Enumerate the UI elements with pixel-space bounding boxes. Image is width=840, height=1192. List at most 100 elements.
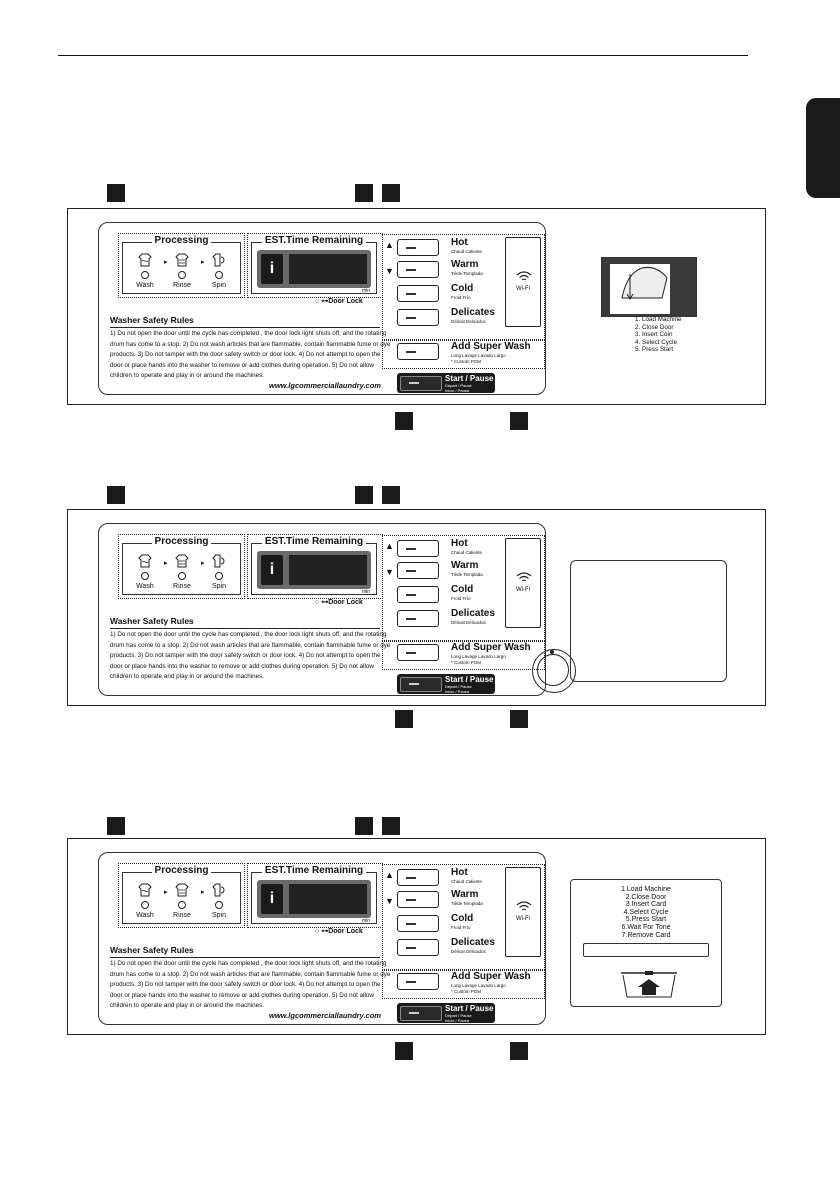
delicates-button[interactable] <box>397 309 439 326</box>
down-arrow-icon[interactable]: ▼ <box>385 567 394 577</box>
warm-button[interactable] <box>397 562 439 579</box>
warm-button[interactable] <box>397 261 439 278</box>
cold-button[interactable] <box>397 915 439 932</box>
hot-button[interactable] <box>397 239 439 256</box>
option-name: Delicates <box>451 608 495 619</box>
super-wash-button[interactable] <box>397 973 439 990</box>
callout-marker <box>107 486 125 504</box>
card-display-window <box>583 943 709 957</box>
option-sub: Chaud Caliente <box>451 249 483 254</box>
lcd-screen <box>289 884 367 914</box>
processing-box: Processing Wash ▸ Rinse ▸ Spin <box>122 865 241 924</box>
door-lock-indicator: ○ ⊶Door Lock <box>315 298 363 305</box>
up-arrow-icon[interactable]: ▲ <box>385 870 394 880</box>
option-name: Hot <box>451 867 468 878</box>
custom-pgm-label: * Custom PGM <box>451 660 482 665</box>
option-sub: Froid Frío <box>451 925 471 930</box>
option-sub: Délicat Delicados <box>451 949 486 954</box>
down-arrow-icon[interactable]: ▼ <box>385 266 394 276</box>
callout-marker <box>382 486 400 504</box>
door-lock-label: Door Lock <box>328 298 363 305</box>
stage-rinse: Rinse <box>162 883 202 919</box>
stage-label: Rinse <box>173 912 191 919</box>
super-wash-callout <box>382 340 545 369</box>
wash-icon <box>125 883 165 899</box>
instruction-step: 1.Load Machine <box>621 886 671 893</box>
hot-button[interactable] <box>397 540 439 557</box>
card-reader-panel: 1.Load Machine 2.Close Door 3.Insert Car… <box>570 879 722 1007</box>
instruction-step: 2. Close Door <box>635 323 674 331</box>
cold-button[interactable] <box>397 586 439 603</box>
stage-label: Wash <box>136 912 154 919</box>
start-label: Start / Pause <box>445 1004 494 1013</box>
option-sub: Chaud Caliente <box>451 879 483 884</box>
wifi-panel: Wi-Fi <box>505 867 541 957</box>
card-insert-icon <box>621 971 677 998</box>
spin-icon <box>199 883 239 899</box>
processing-title: Processing <box>151 235 212 246</box>
safety-line: drum has come to a stop. 2) Do not wash … <box>110 970 391 978</box>
coin-insert-illustration <box>601 257 697 317</box>
info-icon[interactable]: i <box>261 884 283 914</box>
start-sub1: Départ / Pause <box>445 1013 472 1018</box>
down-arrow-icon[interactable]: ▼ <box>385 896 394 906</box>
wifi-label: Wi-Fi <box>516 916 530 922</box>
instruction-step: 7.Remove Card <box>621 931 671 939</box>
rinse-icon <box>162 554 202 570</box>
processing-box: Processing Wash ▸ Rinse ▸ Spin <box>122 536 241 595</box>
min-label: min <box>362 918 371 924</box>
callout-marker <box>107 184 125 202</box>
warm-button[interactable] <box>397 891 439 908</box>
coin-slot-knob[interactable] <box>532 649 576 693</box>
delicates-button[interactable] <box>397 610 439 627</box>
delicates-button[interactable] <box>397 939 439 956</box>
safety-line: door or place hands into the washer to r… <box>110 991 374 999</box>
option-name: Warm <box>451 889 479 900</box>
stage-rinse: Rinse <box>162 554 202 590</box>
safety-title: Washer Safety Rules <box>110 945 194 955</box>
option-sub: Tiède Templada <box>451 901 483 906</box>
cold-button[interactable] <box>397 285 439 302</box>
info-icon[interactable]: i <box>261 254 283 284</box>
stage-wash: Wash <box>125 253 165 289</box>
callout-marker <box>510 412 528 430</box>
processing-title: Processing <box>151 865 212 876</box>
time-display-box: EST.Time Remaining i min <box>251 235 377 294</box>
hot-button[interactable] <box>397 869 439 886</box>
lcd-display: i <box>257 250 371 288</box>
website-url[interactable]: www.lgcommerciallaundry.com <box>269 1011 381 1020</box>
panel-face: Processing Wash ▸ Rinse ▸ Spin EST.Time … <box>98 523 576 696</box>
processing-callout <box>118 534 245 599</box>
wash-led <box>141 572 149 580</box>
stage-rinse: Rinse <box>162 253 202 289</box>
callout-marker <box>395 412 413 430</box>
info-icon[interactable]: i <box>261 555 283 585</box>
safety-line: 1) Do not open the door until the cycle … <box>110 960 387 967</box>
website-url[interactable]: www.lgcommerciallaundry.com <box>269 381 381 390</box>
super-wash-button[interactable] <box>397 644 439 661</box>
start-label: Start / Pause <box>445 374 494 383</box>
stage-wash: Wash <box>125 554 165 590</box>
option-sub: Délicat Delicados <box>451 620 486 625</box>
callout-marker <box>510 1042 528 1060</box>
instruction-step: 4. Select Cycle <box>635 338 677 346</box>
up-arrow-icon[interactable]: ▲ <box>385 541 394 551</box>
stage-label: Spin <box>211 583 226 590</box>
instruction-step: 2.Close Door <box>625 893 667 901</box>
up-arrow-icon[interactable]: ▲ <box>385 240 394 250</box>
spin-icon <box>199 253 239 269</box>
key-icon: ⊶ <box>321 298 329 305</box>
super-wash-button[interactable] <box>397 343 439 360</box>
spin-led <box>215 271 223 279</box>
spin-icon <box>199 554 239 570</box>
wash-led <box>141 901 149 909</box>
temperature-callout <box>382 234 545 340</box>
instruction-step: 4.Select Cycle <box>623 908 669 916</box>
super-wash-name: Add Super Wash <box>451 341 531 352</box>
safety-rule-divider <box>110 628 380 629</box>
safety-text: 1) Do not open the door until the cycle … <box>110 329 390 382</box>
callout-marker <box>395 710 413 728</box>
